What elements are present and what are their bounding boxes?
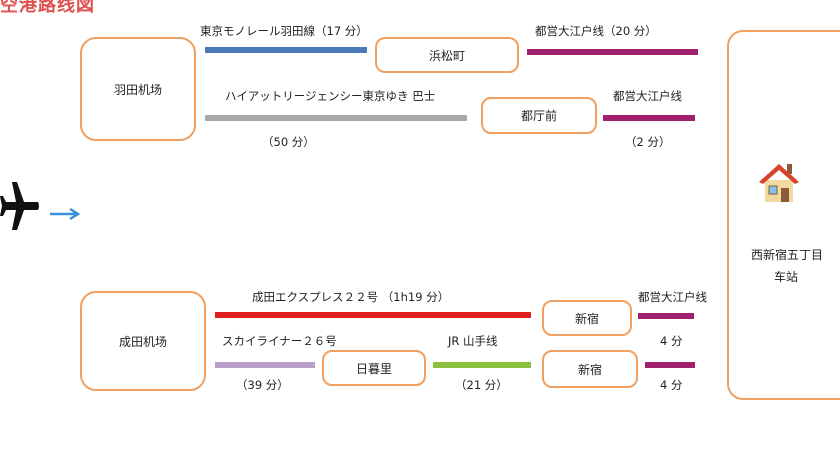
bus-line [205, 115, 467, 121]
narita-airport-label: 成田机场 [118, 334, 167, 349]
nex-label: 成田エクスプレス２２号 （1h19 分） [252, 290, 450, 304]
monorail-line [205, 47, 367, 53]
tochomae-station-box: 都厅前 [481, 97, 597, 134]
oedo-time-4: 4 分 [660, 378, 683, 392]
jr-yamanote-line [433, 362, 531, 368]
oedo-line-3 [638, 313, 694, 319]
hamamatsucho-station-box: 浜松町 [375, 37, 519, 73]
shinjuku-station-box-2: 新宿 [542, 350, 638, 388]
house-icon [759, 164, 799, 202]
monorail-label: 東京モノレール羽田線（17 分） [200, 24, 368, 38]
bus-label: ハイアットリージェンシー東京ゆき 巴士 [225, 89, 436, 103]
skyliner-label: スカイライナー２６号 [222, 334, 337, 348]
skyliner-time: （39 分） [236, 378, 289, 392]
oedo-line-label-3: 都営大江户线 [638, 290, 707, 304]
destination-label-1: 西新宿五丁目 [751, 248, 824, 262]
nippori-station-box: 日暮里 [322, 350, 426, 386]
shinjuku-label-2: 新宿 [577, 362, 602, 377]
destination-box: 西新宿五丁目 车站 [727, 30, 840, 400]
shinjuku-label-1: 新宿 [574, 311, 599, 326]
oedo-line-1 [527, 49, 698, 55]
oedo-time-3: 4 分 [660, 334, 683, 348]
diagram-title: 空港路线図 [0, 0, 95, 16]
oedo-line-2 [603, 115, 695, 121]
narita-airport-box: 成田机场 [80, 291, 206, 391]
nex-line [215, 312, 531, 318]
hamamatsucho-label: 浜松町 [428, 48, 465, 63]
oedo-line-4 [645, 362, 695, 368]
bus-time: （50 分） [262, 135, 315, 149]
shinjuku-station-box-1: 新宿 [542, 300, 632, 336]
haneda-airport-label: 羽田机场 [113, 82, 162, 97]
airplane-icon [0, 182, 39, 230]
nippori-label: 日暮里 [355, 361, 392, 376]
haneda-airport-box: 羽田机场 [80, 37, 196, 141]
tochomae-label: 都厅前 [520, 109, 557, 123]
oedo-line-label-2: 都営大江户线 [613, 89, 682, 103]
jr-yamanote-label: JR 山手线 [448, 334, 498, 348]
arrow-right-icon [50, 207, 81, 221]
oedo-line-label-1: 都営大江户线（20 分） [535, 24, 657, 38]
skyliner-line [215, 362, 315, 368]
oedo-time-2: （2 分） [625, 135, 671, 149]
jr-yamanote-time: （21 分） [455, 378, 508, 392]
destination-label-2: 车站 [774, 270, 799, 284]
